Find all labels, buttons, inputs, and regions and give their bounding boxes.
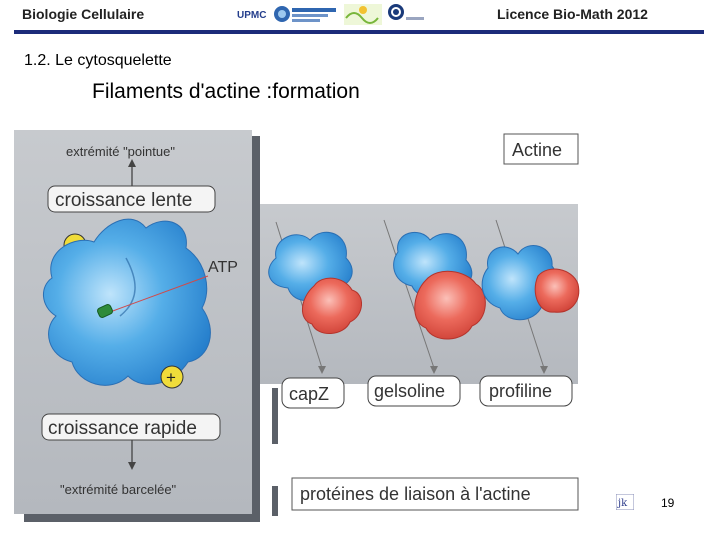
pointed-end-label: extrémité "pointue": [66, 144, 175, 159]
arrow-down-icon: [128, 462, 136, 470]
figure-caption: protéines de liaison à l'actine: [300, 484, 531, 504]
capz-protein: [302, 277, 362, 334]
right-panel: Actine capZ gelsoline: [252, 133, 580, 520]
actin-label-box: [503, 133, 579, 165]
gelsolin-complex: [383, 219, 486, 374]
plus-end-icon: [160, 365, 184, 389]
atp-molecule-icon: [97, 303, 113, 319]
barbed-end-label: "extrémité barcelée": [60, 482, 177, 497]
section-title: 1.2. Le cytosquelette: [24, 52, 172, 69]
capz-complex: [268, 221, 362, 374]
profilin-complex: [481, 219, 580, 374]
atp-pointer: [109, 275, 209, 313]
institution-logos: UPMC: [236, 4, 424, 25]
actin-label: Actine: [512, 140, 562, 160]
atp-label: ATP: [208, 259, 238, 276]
left-panel: extrémité "pointue" croissance lente − A…: [14, 130, 260, 522]
svg-text:jk: jk: [617, 498, 628, 509]
fast-growth-label: croissance rapide: [48, 418, 197, 439]
jk-logo-icon: jk: [616, 494, 634, 510]
mer-et-sante-logo: [344, 4, 382, 25]
page-number: 19: [661, 496, 675, 510]
protein-label-gelsoline: gelsoline: [374, 381, 445, 401]
station-biologique-roscoff-logo: [274, 6, 336, 22]
protein-label-capz: capZ: [289, 384, 329, 404]
fast-growth-box: [41, 413, 221, 441]
capz-box: [281, 377, 345, 409]
slide-subtitle: Filaments d'actine :formation: [92, 80, 360, 103]
plus-sign: +: [166, 368, 176, 387]
gelsolin-protein: [414, 270, 486, 340]
profilin-box: [479, 375, 573, 407]
actin-figure: extrémité "pointue" croissance lente − A…: [14, 130, 580, 522]
profilin-protein: [534, 268, 580, 313]
slow-growth-box: [47, 185, 216, 213]
protein-label-profiline: profiline: [489, 381, 552, 401]
upmc-logo: UPMC: [236, 8, 266, 21]
course-title: Biologie Cellulaire: [22, 6, 145, 22]
caption-box: [291, 477, 579, 511]
program-title: Licence Bio-Math 2012: [497, 6, 648, 22]
header-divider: [14, 30, 704, 34]
arrow-up-icon: [128, 159, 136, 167]
gelsolin-box: [367, 375, 461, 407]
slow-growth-label: croissance lente: [55, 190, 192, 211]
svg-text:UPMC: UPMC: [237, 10, 266, 21]
actin-monomer: [43, 218, 211, 386]
cnrs-logo: [388, 4, 424, 20]
